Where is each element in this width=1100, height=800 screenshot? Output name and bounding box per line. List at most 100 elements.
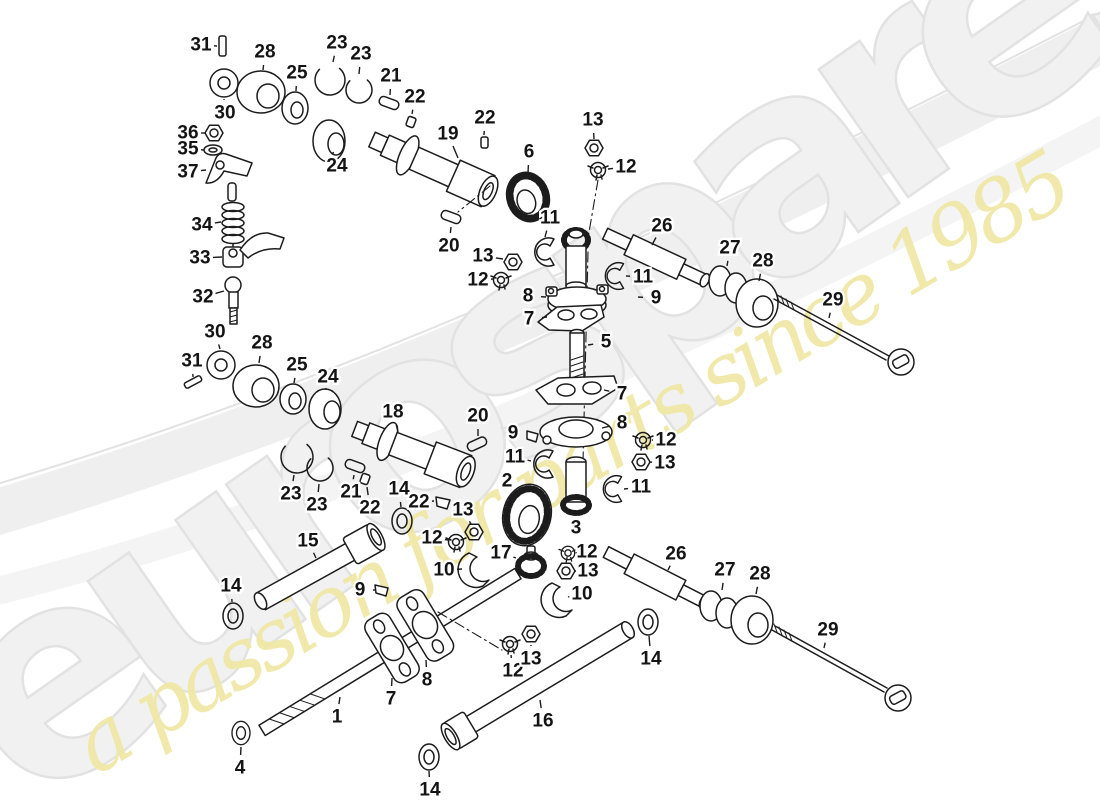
part-number-12: 12: [576, 542, 597, 563]
part-number-1: 1: [332, 707, 343, 728]
part-number-22: 22: [408, 492, 429, 513]
part-number-28: 28: [251, 333, 272, 354]
part-number-13: 13: [582, 110, 603, 131]
part-number-3: 3: [571, 518, 582, 539]
camshaft-19-drawing: [368, 131, 499, 208]
part-number-20: 20: [438, 236, 459, 257]
callout-leader-7: [541, 316, 548, 319]
part-number-7: 7: [617, 384, 628, 405]
part-number-33: 33: [189, 248, 210, 269]
callout-leader-2: [510, 493, 513, 496]
part-number-2: 2: [502, 471, 513, 492]
rocker-cluster-upper-drawing: [209, 35, 489, 163]
part-number-12: 12: [615, 157, 636, 178]
callout-leader-16: [539, 699, 542, 709]
part-number-16: 16: [532, 711, 553, 732]
callout-leader-32: [215, 290, 225, 295]
part-number-11: 11: [540, 208, 561, 229]
part-number-26: 26: [665, 544, 686, 565]
part-number-31: 31: [181, 351, 203, 372]
part-number-12: 12: [467, 270, 488, 291]
part-number-21: 21: [340, 482, 362, 503]
part-number-13: 13: [472, 246, 493, 267]
part-number-25: 25: [286, 355, 308, 376]
callout-leader-15: [312, 552, 317, 559]
callout-leader-26: [667, 565, 671, 571]
callout-leader-11: [527, 459, 532, 462]
part-number-21: 21: [380, 66, 402, 87]
callout-leader-14: [399, 501, 402, 508]
part-number-18: 18: [382, 402, 403, 423]
callout-leader-17: [513, 556, 517, 559]
part-number-26: 26: [651, 216, 672, 237]
part-number-36: 36: [177, 123, 198, 144]
callout-leader-13: [495, 257, 504, 260]
swoosh-graphic-2: [0, 115, 1100, 605]
part-number-28: 28: [752, 251, 773, 272]
part-number-10: 10: [433, 560, 454, 581]
callout-leader-28: [262, 64, 265, 71]
part-number-7: 7: [386, 689, 397, 710]
part-number-14: 14: [388, 479, 410, 500]
callout-leader-29: [828, 312, 831, 319]
part-number-27: 27: [719, 238, 740, 259]
part-number-28: 28: [749, 564, 770, 585]
callout-leader-13: [468, 520, 472, 525]
callout-leader-12: [607, 167, 614, 170]
part-number-13: 13: [654, 453, 675, 474]
part-number-29: 29: [817, 620, 838, 641]
part-number-37: 37: [177, 162, 198, 183]
callout-leader-21: [352, 474, 355, 480]
swoosh-graphic: [0, 14, 1100, 536]
callout-leader-23: [332, 55, 336, 63]
part-number-24: 24: [326, 156, 348, 177]
part-number-23: 23: [350, 44, 371, 65]
part-number-28: 28: [254, 42, 275, 63]
callout-leader-11: [544, 230, 548, 238]
callout-leader-5: [587, 343, 594, 346]
callout-leader-25: [293, 377, 296, 384]
part-number-9: 9: [508, 423, 519, 444]
callout-leader-28: [258, 355, 261, 364]
part-number-30: 30: [214, 103, 235, 124]
part-number-24: 24: [317, 367, 339, 388]
part-number-27: 27: [714, 560, 735, 581]
part-number-8: 8: [422, 670, 433, 691]
part-number-22: 22: [474, 108, 495, 129]
part-number-9: 9: [355, 580, 366, 601]
part-number-12: 12: [421, 528, 442, 549]
swoosh-edge: [0, 11, 1100, 485]
pushrod-lower-drawing: [602, 545, 912, 712]
part-number-13: 13: [452, 500, 473, 521]
callout-leader-34: [214, 221, 222, 224]
part-number-8: 8: [617, 413, 628, 434]
callout-leader-27: [721, 582, 724, 591]
tube-15-drawing: [253, 522, 386, 611]
callout-leader-7: [603, 389, 610, 392]
callout-leader-26: [651, 237, 657, 246]
part-number-34: 34: [191, 215, 213, 236]
rocker-cluster-lower-drawing: [183, 350, 371, 486]
part-number-23: 23: [280, 484, 301, 505]
callout-leader-23: [292, 474, 295, 482]
part-number-29: 29: [822, 290, 843, 311]
callout-leader-8: [601, 425, 610, 429]
callout-leader-22: [411, 109, 414, 115]
bracket-8-drawing: [396, 589, 455, 662]
part-number-23: 23: [326, 33, 347, 54]
part-number-32: 32: [192, 287, 213, 308]
part-number-6: 6: [524, 142, 535, 163]
part-number-25: 25: [286, 63, 308, 84]
part-number-8: 8: [523, 286, 534, 307]
part-number-12: 12: [655, 430, 676, 451]
drive-assembly-drawing: [457, 139, 654, 655]
part-number-9: 9: [651, 288, 662, 309]
camshaft-18-drawing: [351, 420, 476, 489]
part-number-14: 14: [640, 649, 662, 670]
callout-leader-22: [366, 486, 369, 496]
callout-leader-27: [726, 260, 729, 267]
tube-16-drawing: [440, 621, 636, 751]
part-number-15: 15: [297, 531, 319, 552]
